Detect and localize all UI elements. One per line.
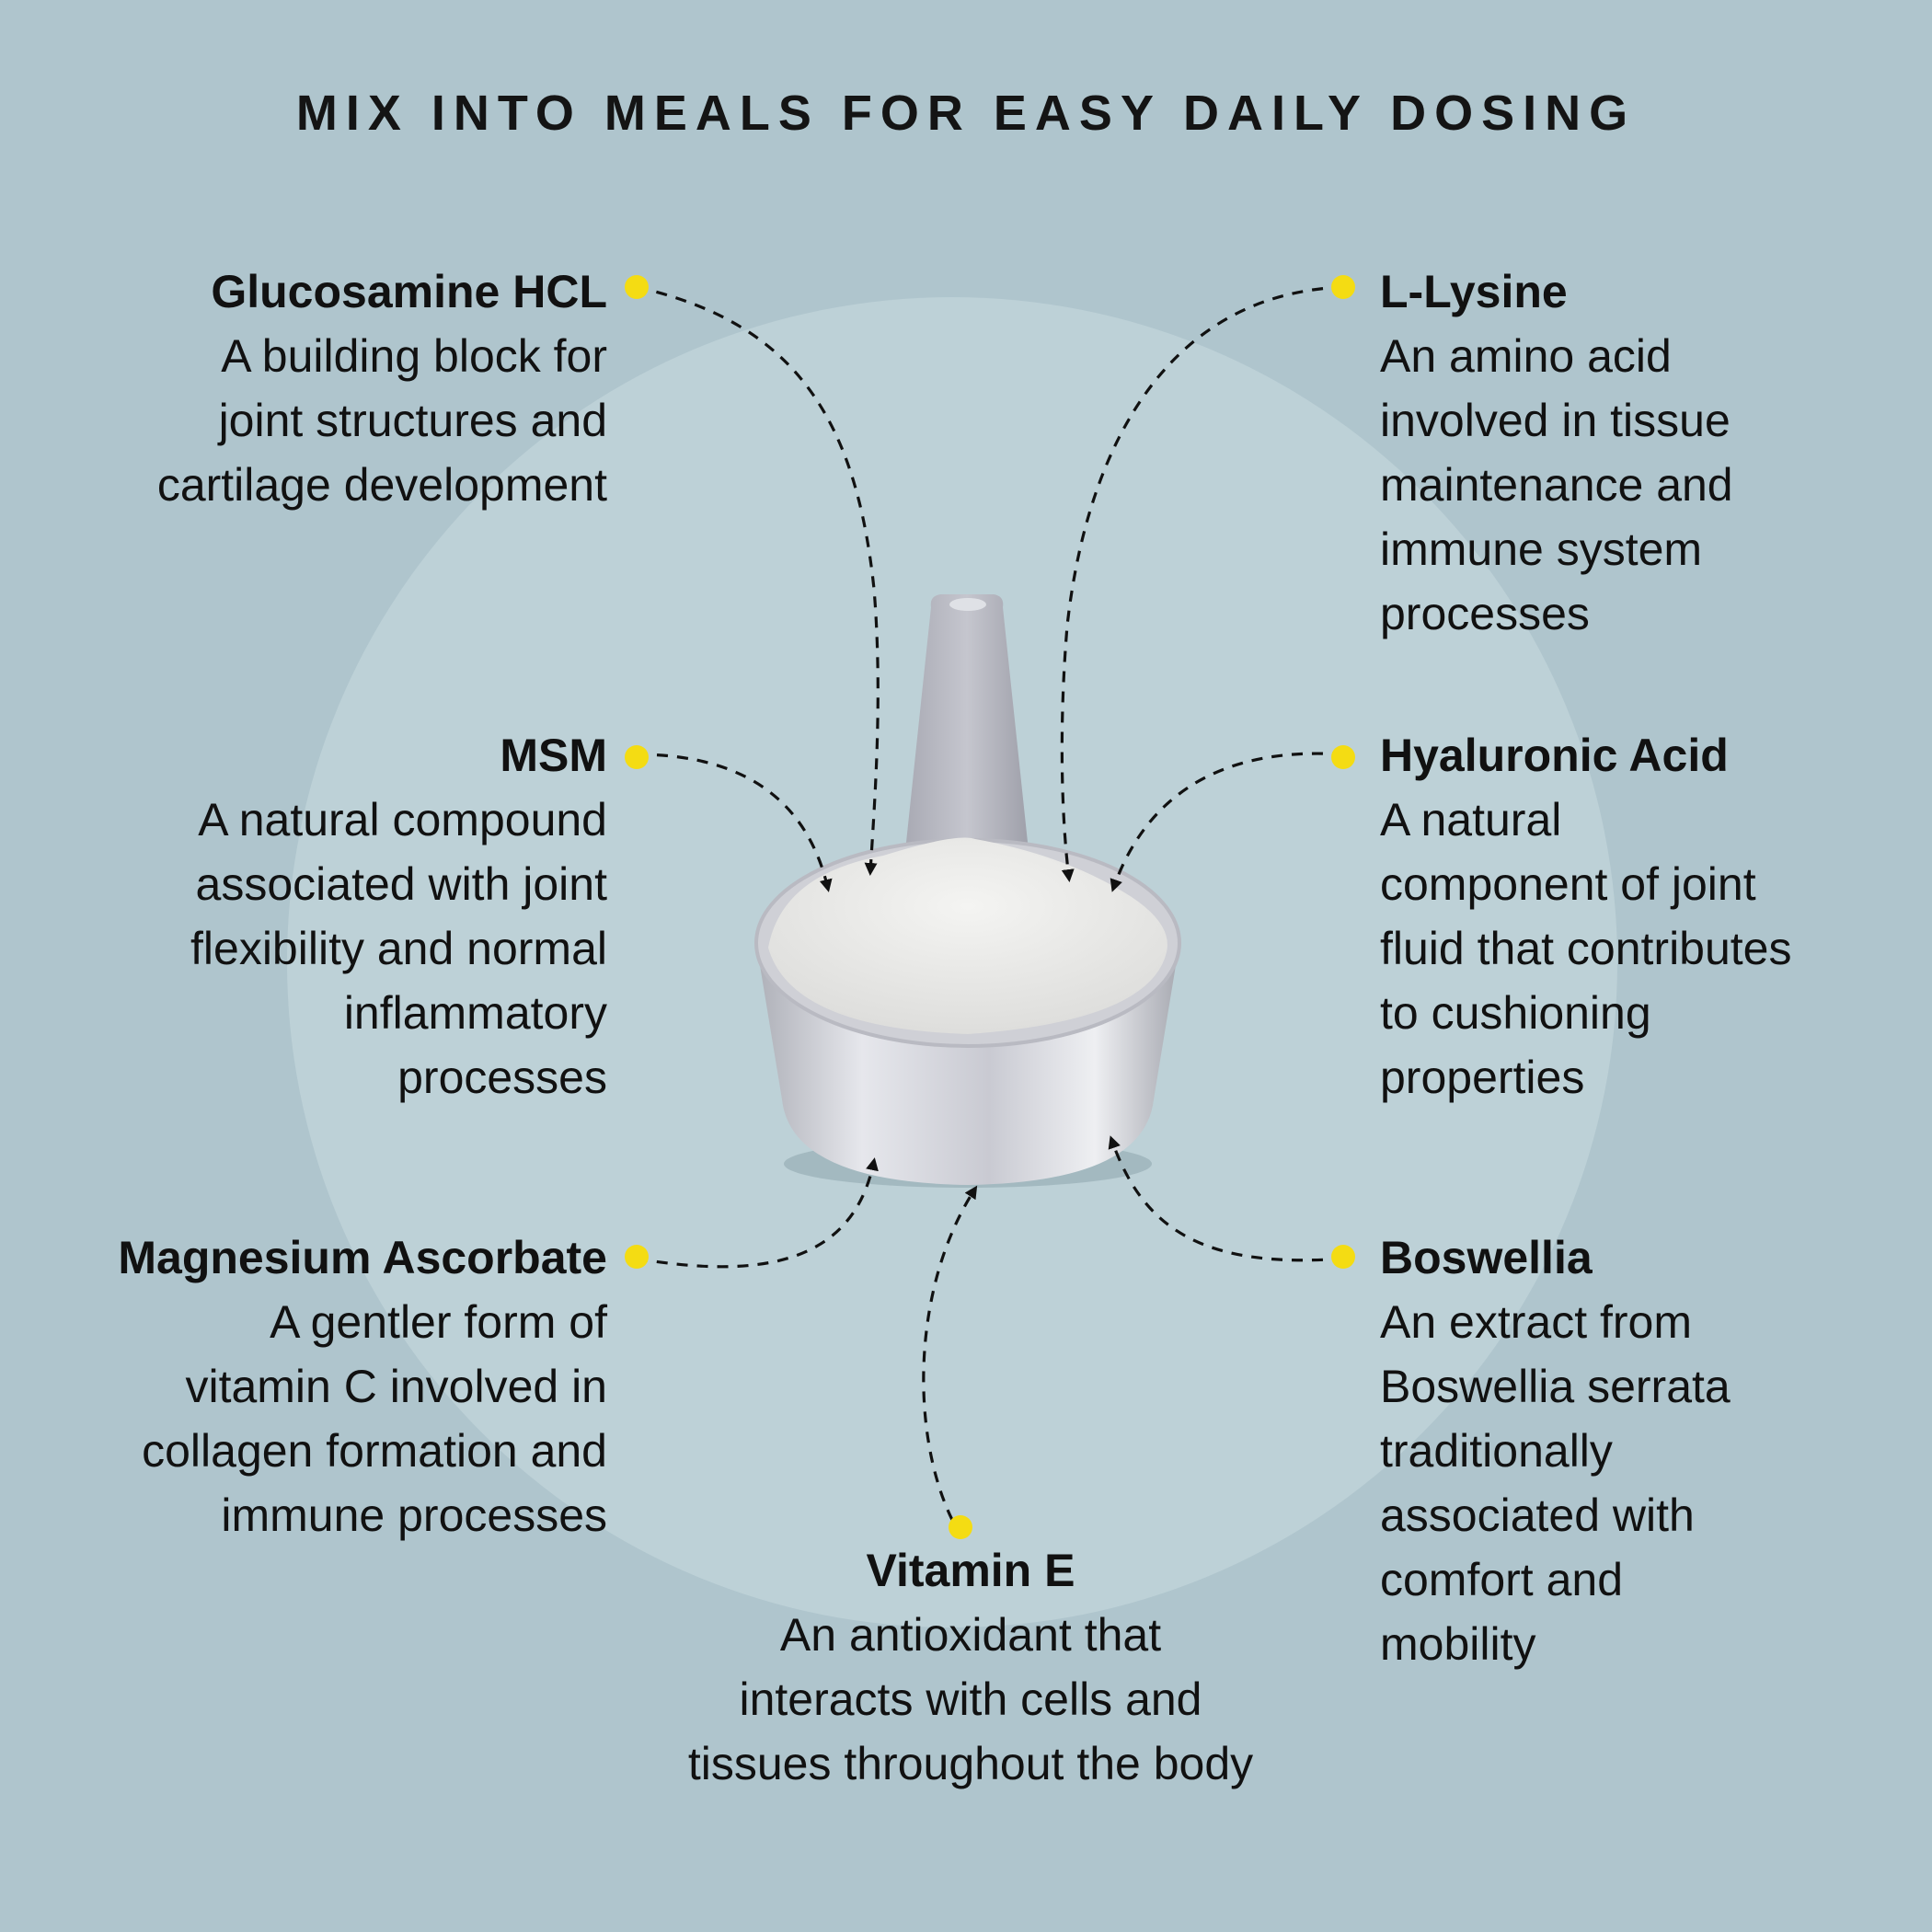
ingredient-desc-line: processes	[1380, 588, 1590, 639]
ingredient-name: L-Lysine	[1380, 266, 1568, 317]
ingredient-boswellia: Boswellia An extract from Boswellia serr…	[1380, 1225, 1923, 1676]
ingredient-desc-line: mobility	[1380, 1618, 1536, 1670]
ingredient-desc-line: A gentler form of	[270, 1296, 607, 1348]
dot-boswellia	[1331, 1245, 1355, 1269]
ingredient-desc-line: interacts with cells and	[739, 1673, 1202, 1725]
ingredient-desc-line: maintenance and	[1380, 459, 1733, 511]
ingredient-name: Hyaluronic Acid	[1380, 730, 1729, 781]
ingredient-desc-line: flexibility and normal	[190, 923, 607, 974]
dot-magnesium	[625, 1245, 649, 1269]
ingredient-desc-line: traditionally	[1380, 1425, 1613, 1477]
ingredient-vitamin-e: Vitamin E An antioxidant that interacts …	[598, 1538, 1343, 1796]
ingredient-name: MSM	[500, 730, 607, 781]
dot-vitamin-e	[949, 1515, 972, 1539]
ingredient-desc-line: involved in tissue	[1380, 395, 1731, 446]
ingredient-desc-line: Boswellia serrata	[1380, 1361, 1731, 1412]
ingredient-desc-line: vitamin C involved in	[185, 1361, 607, 1412]
dot-lysine	[1331, 275, 1355, 299]
connector-glucosamine	[636, 285, 880, 876]
ingredient-desc-line: A natural compound	[198, 794, 607, 845]
ingredient-desc-line: comfort and	[1380, 1554, 1624, 1605]
connector-boswellia	[1108, 1135, 1344, 1262]
ingredient-magnesium-ascorbate: Magnesium Ascorbate A gentler form of vi…	[0, 1225, 607, 1547]
ingredient-desc-line: A building block for	[221, 330, 607, 382]
ingredient-glucosamine: Glucosamine HCL A building block for joi…	[18, 259, 607, 517]
connector-msm	[636, 753, 833, 892]
connector-magnesium	[636, 1157, 879, 1269]
ingredient-desc-line: component of joint	[1380, 858, 1756, 910]
ingredient-desc-line: fluid that contributes	[1380, 923, 1792, 974]
dot-hyaluronic	[1331, 745, 1355, 769]
ingredient-desc-line: collagen formation and	[142, 1425, 607, 1477]
ingredient-desc-line: joint structures and	[218, 395, 607, 446]
ingredient-name: Boswellia	[1380, 1232, 1593, 1283]
measuring-scoop-icon	[754, 594, 1181, 1188]
ingredient-l-lysine: L-Lysine An amino acid involved in tissu…	[1380, 259, 1923, 646]
connector-vitamin-e	[922, 1185, 978, 1521]
ingredient-desc-line: to cushioning	[1380, 987, 1651, 1039]
ingredient-desc-line: An amino acid	[1380, 330, 1672, 382]
ingredient-desc-line: inflammatory	[343, 987, 607, 1039]
ingredient-desc-line: immune processes	[221, 1489, 607, 1541]
ingredient-hyaluronic-acid: Hyaluronic Acid A natural component of j…	[1380, 723, 1923, 1110]
ingredient-name: Glucosamine HCL	[211, 266, 607, 317]
ingredient-desc-line: immune system	[1380, 523, 1703, 575]
ingredient-name: Vitamin E	[866, 1545, 1075, 1596]
ingredient-desc-line: associated with joint	[195, 858, 607, 910]
connector-lysine	[1060, 285, 1344, 882]
connector-hyaluronic	[1110, 752, 1344, 892]
page-title: MIX INTO MEALS FOR EASY DAILY DOSING	[295, 86, 1637, 141]
ingredient-name: Magnesium Ascorbate	[118, 1232, 607, 1283]
ingredient-desc-line: cartilage development	[156, 459, 607, 511]
ingredient-desc-line: An extract from	[1380, 1296, 1692, 1348]
ingredient-desc-line: A natural	[1380, 794, 1562, 845]
ingredient-desc-line: associated with	[1380, 1489, 1695, 1541]
ingredient-desc-line: An antioxidant that	[779, 1609, 1162, 1661]
dot-glucosamine	[625, 275, 649, 299]
ingredient-desc-line: tissues throughout the body	[687, 1738, 1254, 1789]
dot-msm	[625, 745, 649, 769]
ingredient-desc-line: properties	[1380, 1052, 1585, 1103]
ingredient-msm: MSM A natural compound associated with j…	[18, 723, 607, 1110]
ingredient-desc-line: processes	[397, 1052, 607, 1103]
